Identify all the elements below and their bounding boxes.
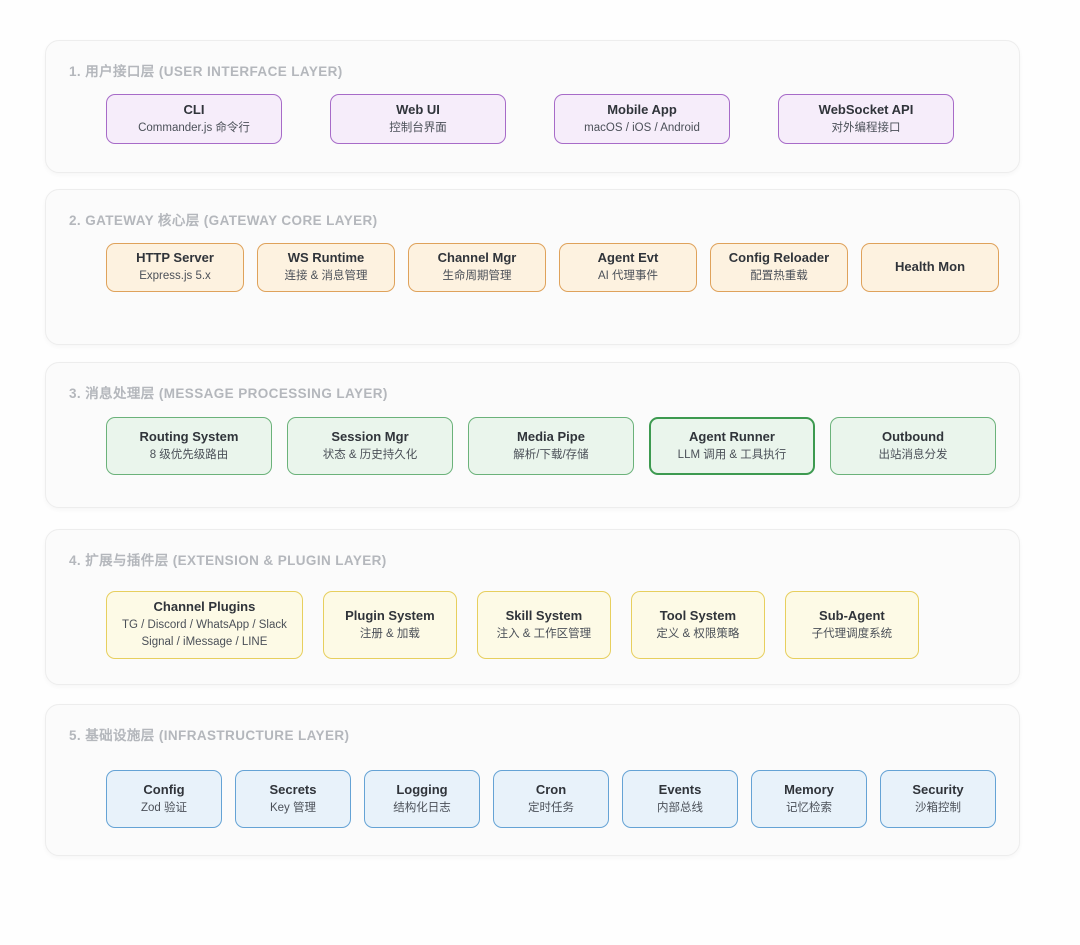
layer-row-user-interface: CLI Commander.js 命令行 Web UI 控制台界面 Mobile…	[106, 94, 1019, 144]
node-mobile-app: Mobile App macOS / iOS / Android	[554, 94, 730, 144]
node-plugin-system: Plugin System 注册 & 加载	[322, 591, 457, 659]
layer-panel-user-interface: 1. 用户接口层 (USER INTERFACE LAYER) CLI Comm…	[45, 40, 1020, 173]
node-agent-runner: Agent Runner LLM 调用 & 工具执行	[649, 417, 815, 475]
node-subtitle: 注册 & 加载	[359, 627, 420, 640]
layer-panel-message-processing: 3. 消息处理层 (MESSAGE PROCESSING LAYER) Rout…	[45, 362, 1020, 508]
node-subtitle: macOS / iOS / Android	[584, 121, 700, 134]
node-config-reloader: Config Reloader 配置热重载	[710, 243, 848, 292]
layer-title-extension-plugin: 4. 扩展与插件层 (EXTENSION & PLUGIN LAYER)	[69, 553, 387, 568]
layer-row-message-processing: Routing System 8 级优先级路由 Session Mgr 状态 &…	[106, 417, 1019, 475]
node-title: CLI	[183, 101, 205, 117]
node-routing-system: Routing System 8 级优先级路由	[106, 417, 272, 475]
node-skill-system: Skill System 注入 & 工作区管理	[476, 591, 611, 659]
node-title: Routing System	[139, 428, 239, 444]
node-title: Secrets	[269, 781, 317, 797]
node-events: Events 内部总线	[622, 770, 738, 828]
node-subtitle: 记忆检索	[786, 801, 832, 814]
node-title: Tool System	[659, 607, 737, 623]
node-subtitle: Zod 验证	[140, 801, 187, 814]
node-subtitle: 内部总线	[657, 801, 703, 814]
node-subtitle: 出站消息分发	[878, 448, 948, 461]
node-web-ui: Web UI 控制台界面	[330, 94, 506, 144]
node-subtitle: Key 管理	[269, 801, 316, 814]
node-title: WS Runtime	[287, 250, 365, 265]
node-session-mgr: Session Mgr 状态 & 历史持久化	[287, 417, 453, 475]
layer-title-user-interface: 1. 用户接口层 (USER INTERFACE LAYER)	[69, 64, 343, 79]
node-title: Skill System	[505, 607, 583, 623]
layer-title-message-processing: 3. 消息处理层 (MESSAGE PROCESSING LAYER)	[69, 386, 388, 401]
node-title: Cron	[535, 781, 567, 797]
node-subtitle: 沙箱控制	[915, 801, 961, 814]
node-title: Channel Plugins	[153, 599, 256, 615]
node-subtitle: Commander.js 命令行	[138, 121, 250, 134]
node-channel-mgr: Channel Mgr 生命周期管理	[408, 243, 546, 292]
node-title: WebSocket API	[818, 101, 914, 117]
node-subtitle: TG / Discord / WhatsApp / Slack	[122, 619, 287, 632]
node-title: Media Pipe	[517, 428, 585, 444]
node-title: Events	[658, 781, 702, 797]
node-title: Web UI	[396, 101, 440, 117]
node-subtitle: 解析/下载/存储	[513, 448, 589, 461]
node-config: Config Zod 验证	[106, 770, 222, 828]
node-tool-system: Tool System 定义 & 权限策略	[630, 591, 765, 659]
node-title: Session Mgr	[331, 428, 409, 444]
node-title: Config	[143, 781, 185, 797]
node-title: Memory	[784, 781, 834, 797]
node-subtitle-line2: Signal / iMessage / LINE	[141, 636, 268, 649]
node-title: Config Reloader	[728, 250, 830, 265]
node-agent-evt: Agent Evt AI 代理事件	[559, 243, 697, 292]
node-sub-agent: Sub-Agent 子代理调度系统	[784, 591, 919, 659]
node-title: Plugin System	[345, 607, 435, 623]
node-subtitle: 对外编程接口	[831, 121, 901, 134]
node-outbound: Outbound 出站消息分发	[830, 417, 996, 475]
layer-title-gateway-core: 2. GATEWAY 核心层 (GATEWAY CORE LAYER)	[69, 213, 378, 228]
layer-panel-extension-plugin: 4. 扩展与插件层 (EXTENSION & PLUGIN LAYER) Cha…	[45, 529, 1020, 685]
node-subtitle: 定义 & 权限策略	[656, 627, 740, 640]
node-title: Agent Evt	[597, 250, 659, 265]
node-subtitle: AI 代理事件	[597, 270, 659, 283]
node-subtitle: 状态 & 历史持久化	[322, 448, 418, 461]
node-title: HTTP Server	[136, 250, 214, 265]
node-memory: Memory 记忆检索	[751, 770, 867, 828]
node-subtitle: 定时任务	[528, 801, 574, 814]
node-subtitle: LLM 调用 & 工具执行	[677, 448, 787, 461]
layer-row-infrastructure: Config Zod 验证 Secrets Key 管理 Logging 结构化…	[106, 770, 1019, 828]
node-ws-runtime: WS Runtime 连接 & 消息管理	[257, 243, 395, 292]
node-security: Security 沙箱控制	[880, 770, 996, 828]
node-title: Outbound	[881, 428, 945, 444]
node-title: Sub-Agent	[819, 607, 885, 623]
layer-panel-gateway-core: 2. GATEWAY 核心层 (GATEWAY CORE LAYER) HTTP…	[45, 189, 1020, 345]
node-cron: Cron 定时任务	[493, 770, 609, 828]
node-subtitle: 结构化日志	[393, 801, 451, 814]
node-secrets: Secrets Key 管理	[235, 770, 351, 828]
node-health-mon: Health Mon	[861, 243, 999, 292]
node-subtitle: 配置热重载	[750, 270, 808, 283]
layer-row-gateway-core: HTTP Server Express.js 5.x WS Runtime 连接…	[106, 243, 1019, 292]
node-media-pipe: Media Pipe 解析/下载/存储	[468, 417, 634, 475]
node-title: Logging	[396, 781, 448, 797]
node-subtitle: 连接 & 消息管理	[284, 270, 368, 283]
node-channel-plugins: Channel Plugins TG / Discord / WhatsApp …	[106, 591, 303, 659]
node-subtitle: 子代理调度系统	[811, 627, 893, 640]
node-websocket-api: WebSocket API 对外编程接口	[778, 94, 954, 144]
node-title: Agent Runner	[689, 428, 775, 444]
node-title: Health Mon	[894, 259, 966, 275]
node-subtitle: Express.js 5.x	[139, 270, 211, 283]
layer-row-extension-plugin: Channel Plugins TG / Discord / WhatsApp …	[106, 591, 1019, 659]
node-subtitle: 生命周期管理	[442, 270, 512, 283]
node-http-server: HTTP Server Express.js 5.x	[106, 243, 244, 292]
node-logging: Logging 结构化日志	[364, 770, 480, 828]
node-subtitle: 8 级优先级路由	[149, 448, 229, 461]
node-subtitle: 控制台界面	[389, 121, 447, 134]
node-cli: CLI Commander.js 命令行	[106, 94, 282, 144]
node-title: Channel Mgr	[437, 250, 517, 265]
node-subtitle: 注入 & 工作区管理	[496, 627, 592, 640]
node-title: Mobile App	[607, 101, 677, 117]
node-title: Security	[912, 781, 964, 797]
layer-panel-infrastructure: 5. 基础设施层 (INFRASTRUCTURE LAYER) Config Z…	[45, 704, 1020, 856]
layer-title-infrastructure: 5. 基础设施层 (INFRASTRUCTURE LAYER)	[69, 728, 350, 743]
